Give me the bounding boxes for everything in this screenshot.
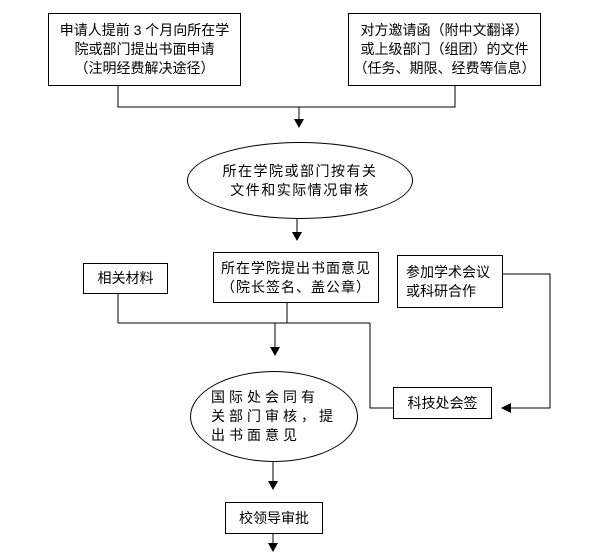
node-college-written-opinion: 所在学院提出书面意见 （院长签名、盖公章） — [213, 252, 379, 303]
node-related-materials: 相关材料 — [83, 263, 168, 294]
node-related-materials-label: 相关材料 — [97, 270, 154, 286]
node-invitation-letter-label: 对方邀请函（附中文翻译） 或上级部门（组团）的文件 （任务、期限、经费等信息） — [353, 22, 536, 76]
arrow-to-intl-office-review — [270, 323, 280, 356]
node-college-review-label: 所在学院或部门按有关 文件和实际情况审核 — [222, 162, 378, 198]
arrow-to-college-opinion — [292, 218, 302, 241]
node-leader-approval: 校领导审批 — [225, 502, 323, 534]
connector-top-merge — [117, 85, 456, 108]
arrow-to-college-review — [294, 107, 304, 128]
node-leader-approval-label: 校领导审批 — [239, 509, 309, 526]
node-applicant-request-label: 申请人提前 3 个月向所在学 院或部门提出书面申请 （注明经费解决途径） — [59, 22, 230, 76]
node-college-review: 所在学院或部门按有关 文件和实际情况审核 — [187, 142, 413, 219]
arrow-to-leader-approval — [268, 461, 278, 490]
node-international-office-review-label: 国际处会同有 关部门审核，提 出书面意见 — [211, 389, 337, 443]
node-applicant-request: 申请人提前 3 个月向所在学 院或部门提出书面申请 （注明经费解决途径） — [48, 13, 241, 86]
connector-rail-to-scitech — [369, 323, 393, 409]
node-college-written-opinion-label: 所在学院提出书面意见 （院长签名、盖公章） — [221, 259, 371, 295]
node-international-office-review: 国际处会同有 关部门审核，提 出书面意见 — [190, 371, 358, 462]
node-invitation-letter: 对方邀请函（附中文翻译） 或上级部门（组团）的文件 （任务、期限、经费等信息） — [348, 13, 541, 86]
node-academic-purpose: 参加学术会议 或科研合作 — [397, 255, 503, 308]
node-scitech-countersign: 科技处会签 — [393, 387, 492, 419]
arrow-purpose-to-scitech — [501, 273, 551, 413]
arrow-leader-approval-next — [268, 533, 278, 552]
node-academic-purpose-label: 参加学术会议 或科研合作 — [406, 263, 490, 299]
node-scitech-countersign-label: 科技处会签 — [407, 394, 478, 411]
